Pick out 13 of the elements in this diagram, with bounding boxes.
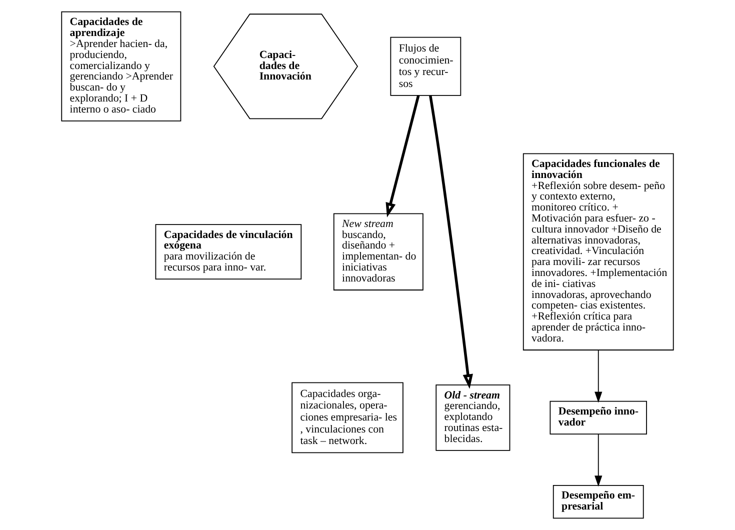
node-box: New stream buscando, diseñando + implementan- do iniciativas innovadoras <box>333 213 424 290</box>
node-box: Capacidades funcionales de innovación +Reflexión sobre desem- peño y contexto externo, monitoreo crítico. + Motivación para esfuer- zo - cultura innovador +Diseño de alternativas innovadoras, creatividad. +Vinculación para movili- zar recursos innovadores. +Implementación de ini- ciativas innovadoras, aprovechando competen- cias existentes. +Reflexión crítica para aprender de práctica inno- vadora. <box>522 153 674 350</box>
arrow <box>594 350 602 403</box>
node-box: Desempeño em- presarial <box>552 484 644 519</box>
node-box: Desempeño inno- vador <box>550 400 647 435</box>
node-box: Flujos de conocimien- tos y recur- sos <box>390 36 462 96</box>
arrow <box>386 95 420 218</box>
node-box: Capacidades de vinculación exógena para movilización de recursos para inno- var. <box>155 224 302 280</box>
node-box: Capacidades de aprendizaje >Aprender hacien- da, produciendo, comercializando y gerenciando >Aprender buscan- do y explorando; I + D interno o aso- ciado <box>61 11 182 122</box>
node-box: Capacidades orga- nizacionales, opera- ciones empresaria- les , vinculaciones con task – network. <box>292 382 404 454</box>
node-box: Old - stream gerenciando, explotando routinas esta- blecidas. <box>436 384 510 451</box>
arrow <box>594 434 602 487</box>
arrow <box>429 95 473 389</box>
